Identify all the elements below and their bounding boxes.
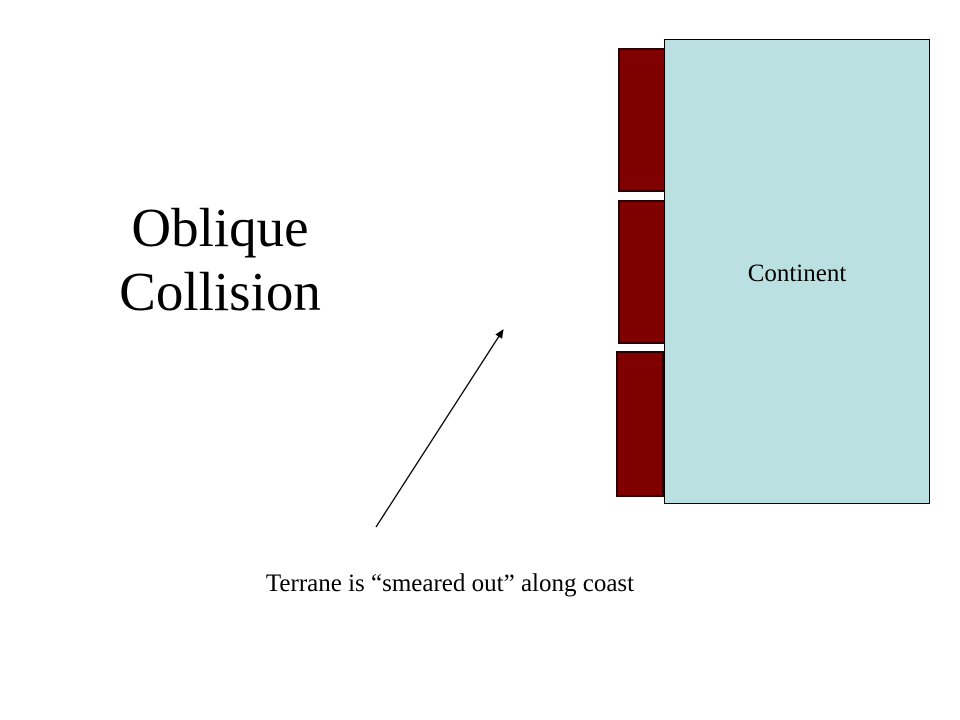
continent-block: Continent (664, 39, 930, 504)
title-line-1: Oblique (131, 197, 309, 258)
slide-title: Oblique Collision (90, 196, 350, 324)
arrow-line (375, 329, 504, 528)
terrane-block-3 (616, 351, 664, 497)
caption-text: Terrane is “smeared out” along coast (265, 570, 635, 597)
continent-label: Continent (747, 260, 847, 287)
title-line-2: Collision (119, 261, 321, 322)
terrane-block-1 (618, 48, 666, 192)
